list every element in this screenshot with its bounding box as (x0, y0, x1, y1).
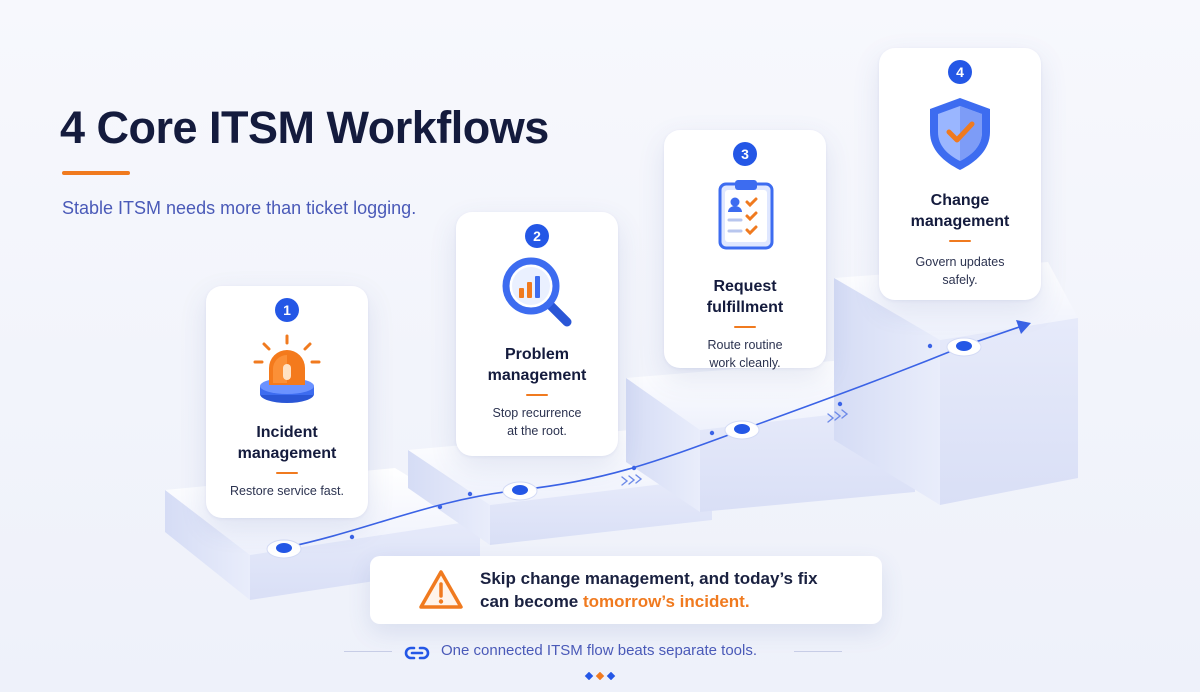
card-divider (276, 472, 298, 474)
warning-highlight: tomorrow’s incident. (583, 592, 750, 611)
title-underline (62, 171, 130, 175)
card-description: Restore service fast. (230, 484, 344, 498)
shield-check-icon (930, 98, 990, 170)
warning-message: Skip change management, and today’s fix … (480, 569, 818, 611)
step-marker-2 (502, 481, 538, 501)
step-marker-1 (266, 539, 302, 559)
step-marker-3 (724, 420, 760, 440)
card-divider (734, 326, 756, 328)
clipboard-checklist-icon (718, 180, 774, 250)
footer-divider-left (344, 651, 392, 652)
pager-dots (584, 672, 616, 680)
warning-triangle-icon (419, 570, 463, 609)
footer-tagline: One connected ITSM flow beats separate t… (0, 640, 1200, 664)
card-divider (949, 240, 971, 242)
footer-divider-right (794, 651, 842, 652)
magnifier-chart-icon (502, 257, 572, 327)
page-title: 4 Core ITSM Workflows (60, 102, 549, 153)
step-number-badge: 3 (733, 142, 757, 166)
warning-callout: Skip change management, and today’s fix … (370, 556, 882, 624)
chain-link-icon (404, 646, 430, 660)
card-divider (526, 394, 548, 396)
step-number-badge: 1 (275, 298, 299, 322)
page-subtitle: Stable ITSM needs more than ticket loggi… (62, 198, 417, 218)
alarm-light-icon (253, 334, 321, 403)
step-number-badge: 4 (948, 60, 972, 84)
flow-path (283, 320, 1031, 549)
step-number-badge: 2 (525, 224, 549, 248)
chevron-arrows-icon (621, 409, 849, 486)
footer-text: One connected ITSM flow beats separate t… (441, 642, 758, 659)
step-marker-4 (946, 337, 982, 357)
